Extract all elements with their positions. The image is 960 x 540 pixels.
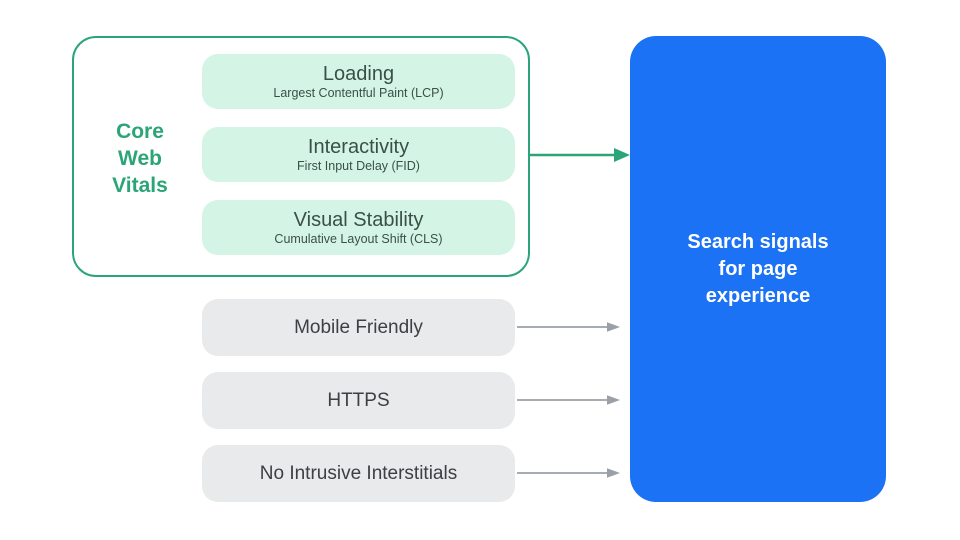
arrow-no-intrusive-interstitials-icon [517,468,620,478]
pill-mobile-friendly-label: Mobile Friendly [294,316,423,338]
pill-interactivity-subtitle: First Input Delay (FID) [297,158,420,173]
search-signals-label-line: experience [705,284,811,307]
arrow-mobile-friendly-icon [517,322,620,332]
pill-visual-stability: Visual Stability Cumulative Layout Shift… [202,200,515,255]
pill-loading-title: Loading [322,62,395,85]
core-web-vitals-label-line: Vitals [112,174,168,197]
pill-visual-stability-subtitle: Cumulative Layout Shift (CLS) [274,231,443,246]
search-signals-label-line: Search signals [687,230,829,253]
core-web-vitals-label: Core Web Vitals [84,118,196,199]
core-web-vitals-label-line: Web [118,147,162,170]
search-signals-label-line: for page [718,257,798,280]
arrow-https-icon [517,395,620,405]
pill-loading-subtitle: Largest Contentful Paint (LCP) [273,85,444,100]
arrow-core-web-vitals-icon [530,148,630,162]
pill-visual-stability-title: Visual Stability [293,208,424,231]
pill-no-intrusive-interstitials-label: No Intrusive Interstitials [259,462,458,484]
pill-loading: Loading Largest Contentful Paint (LCP) [202,54,515,109]
pill-https: HTTPS [202,372,515,429]
pill-no-intrusive-interstitials: No Intrusive Interstitials [202,445,515,502]
search-signals-box: Search signals for page experience [630,36,886,502]
pill-interactivity: Interactivity First Input Delay (FID) [202,127,515,182]
pill-interactivity-title: Interactivity [307,135,410,158]
pill-https-label: HTTPS [327,389,390,411]
search-signals-label: Search signals for page experience [687,229,828,310]
core-web-vitals-label-line: Core [116,120,164,143]
pill-mobile-friendly: Mobile Friendly [202,299,515,356]
